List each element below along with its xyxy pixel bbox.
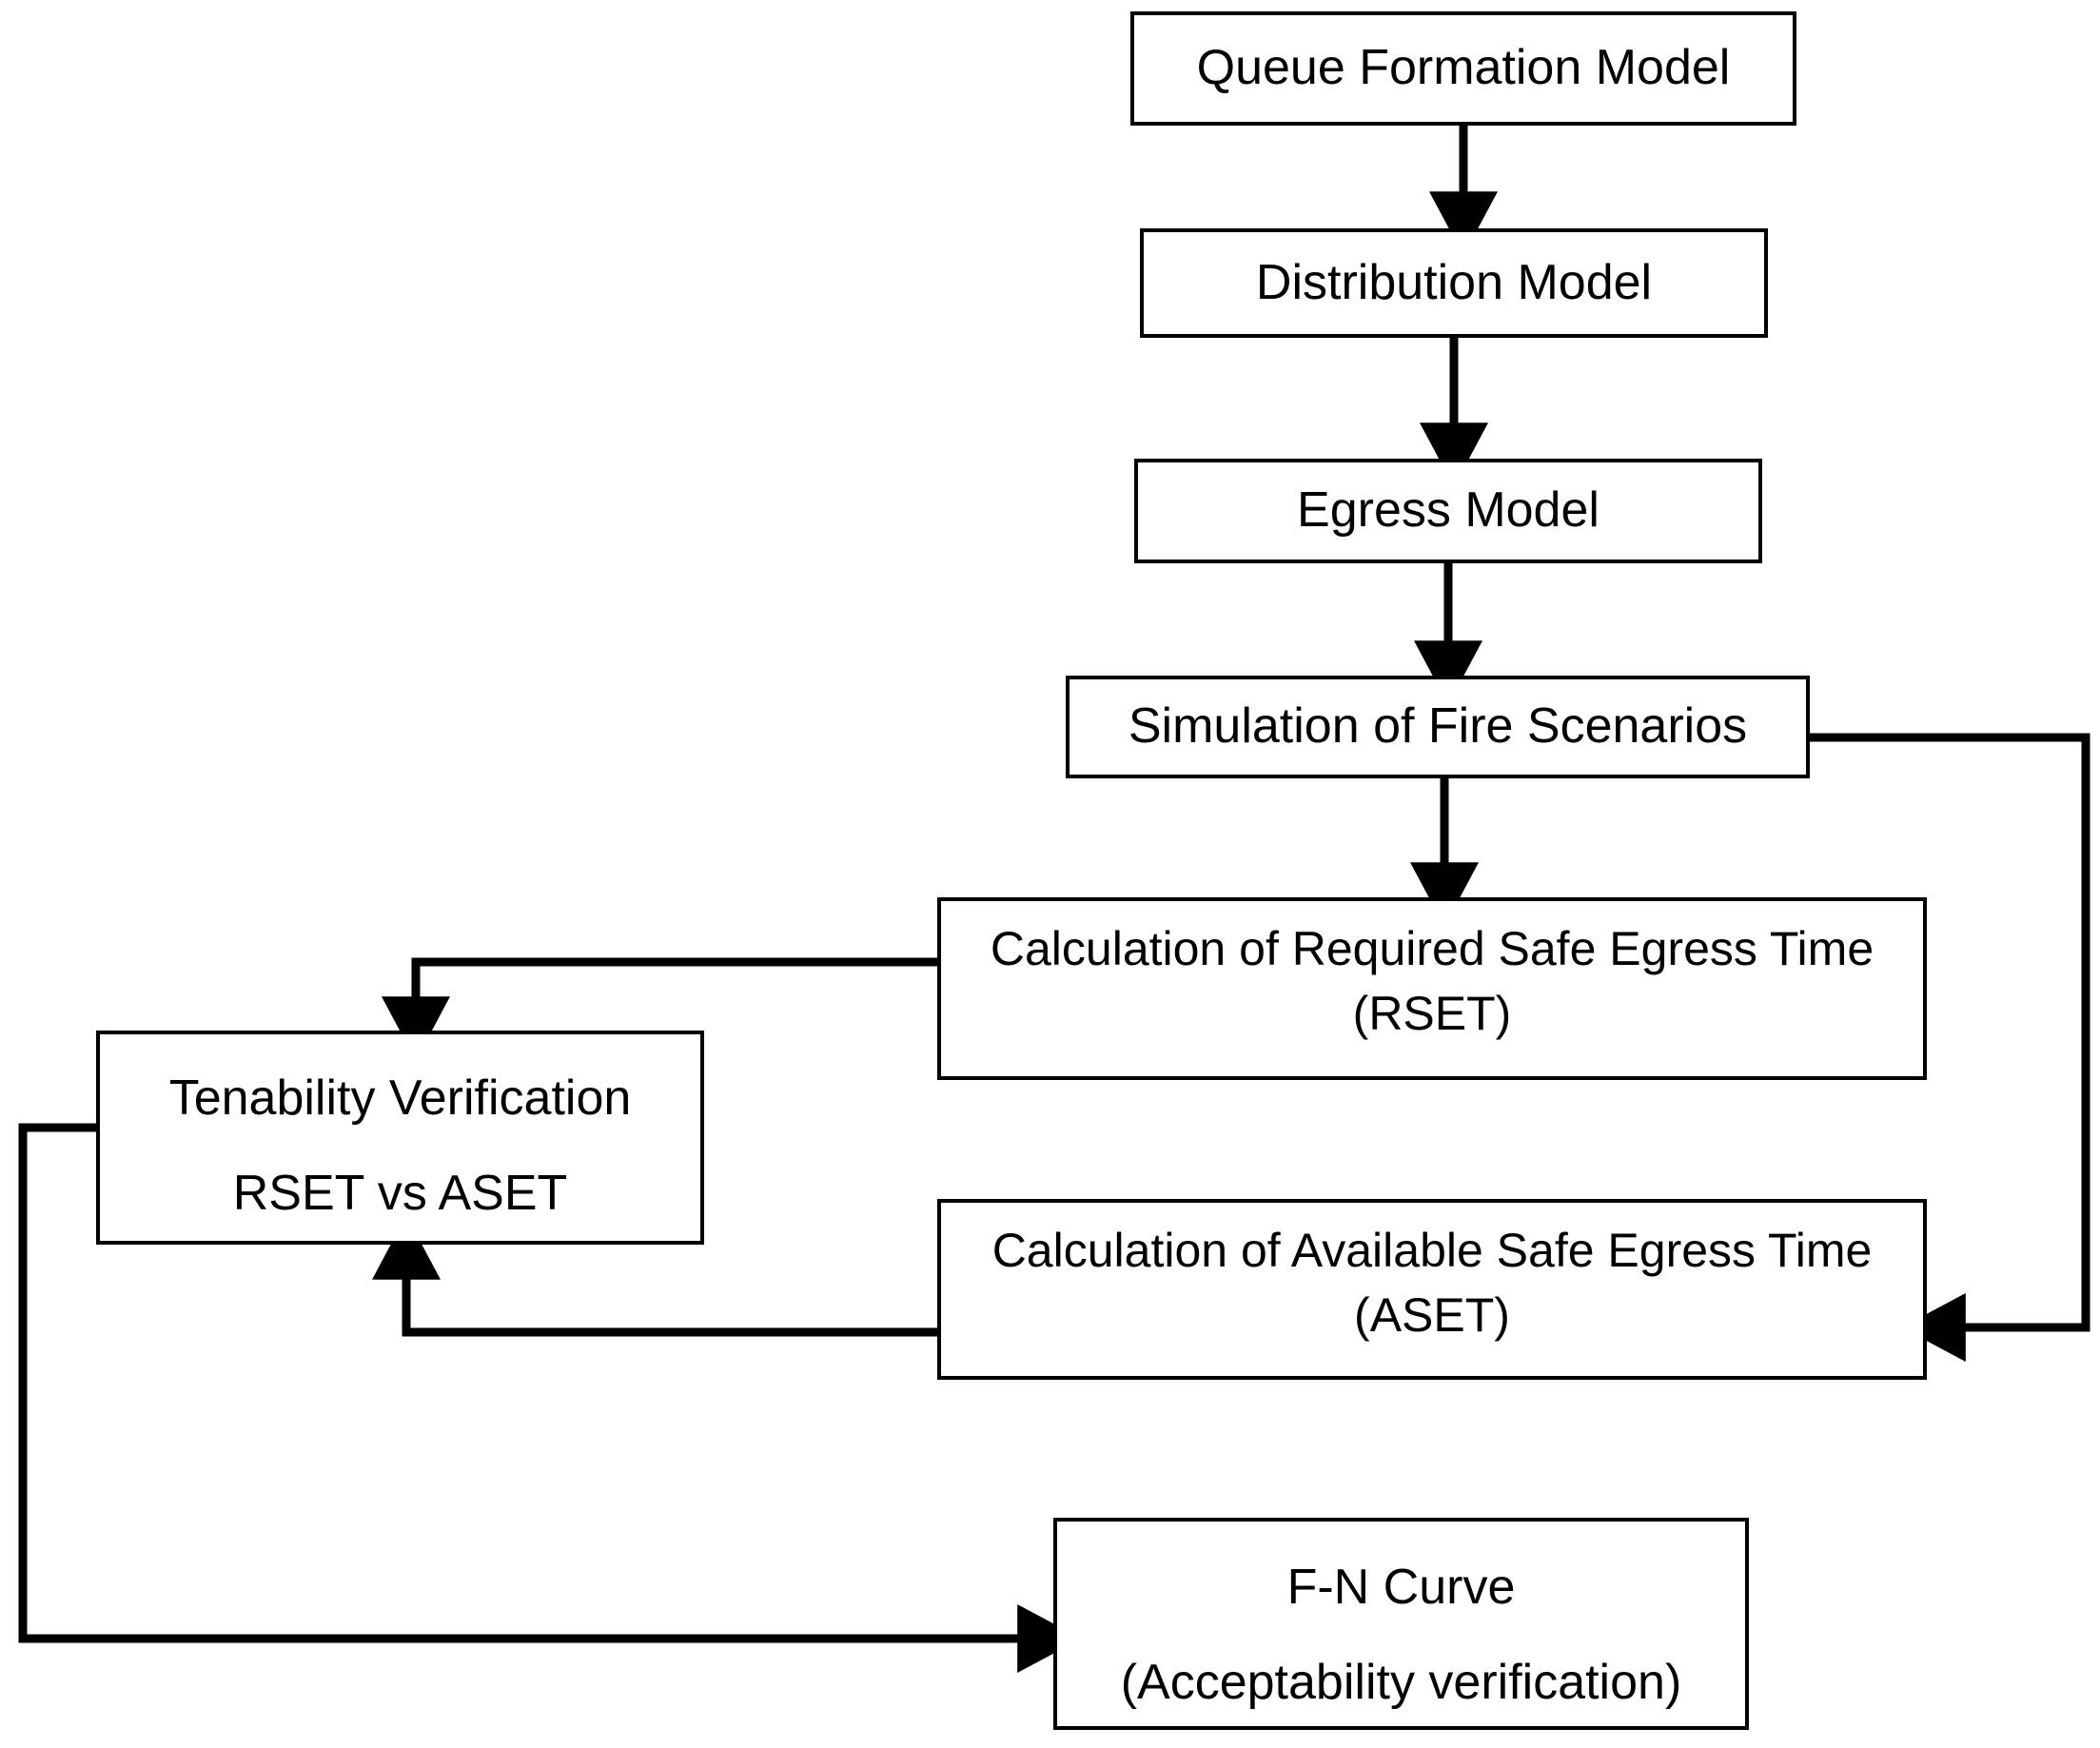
node-calculation-aset[interactable]: Calculation of Available Safe Egress Tim…	[937, 1199, 1927, 1380]
node-fn-curve[interactable]: F-N Curve (Acceptability verification)	[1053, 1518, 1749, 1730]
node-label-egress-model: Egress Model	[1297, 482, 1600, 539]
node-queue-formation-model[interactable]: Queue Formation Model	[1130, 11, 1796, 126]
connector-aset-to-tenability	[372, 1215, 937, 1337]
node-label-calculation-rset: Calculation of Required Safe Egress Time	[990, 922, 1874, 975]
node-sublabel-tenability-verification: RSET vs ASET	[232, 1165, 568, 1221]
node-label-queue-formation-model: Queue Formation Model	[1196, 40, 1731, 96]
node-calculation-rset[interactable]: Calculation of Required Safe Egress Time…	[937, 897, 1927, 1080]
node-label-fn-curve: F-N Curve	[1286, 1560, 1516, 1615]
node-label-calculation-aset: Calculation of Available Safe Egress Tim…	[991, 1224, 1873, 1277]
node-sublabel-calculation-rset: (RSET)	[1352, 986, 1512, 1040]
node-distribution-model[interactable]: Distribution Model	[1140, 228, 1768, 338]
node-simulation-of-fire-scenarios[interactable]: Simulation of Fire Scenarios	[1066, 676, 1810, 778]
connector-tenability-to-fn-curve	[18, 1123, 1082, 1673]
node-label-tenability-verification: Tenability Verification	[168, 1070, 632, 1126]
connector-rset-to-tenability	[382, 957, 937, 1061]
connector-simulation-to-aset	[1810, 733, 2090, 1362]
node-label-distribution-model: Distribution Model	[1255, 254, 1653, 310]
node-tenability-verification[interactable]: Tenability Verification RSET vs ASET	[96, 1031, 704, 1245]
node-sublabel-calculation-aset: (ASET)	[1354, 1287, 1510, 1342]
node-label-simulation-of-fire-scenarios: Simulation of Fire Scenarios	[1128, 698, 1748, 755]
node-egress-model[interactable]: Egress Model	[1134, 459, 1762, 563]
node-sublabel-fn-curve: (Acceptability verification)	[1120, 1654, 1682, 1710]
